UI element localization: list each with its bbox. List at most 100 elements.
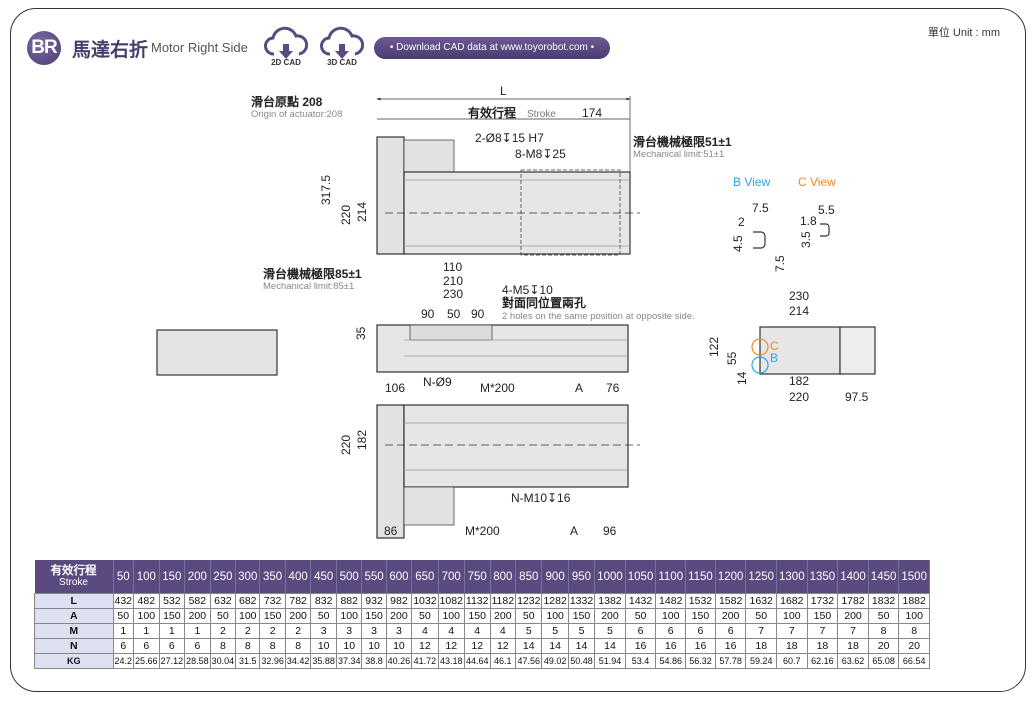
table-cell: 10 — [335, 638, 363, 654]
row-label: N — [34, 638, 114, 654]
table-cell: 4 — [411, 623, 439, 639]
mech-limit-left-cn: 滑台機械極限85±1 — [263, 266, 362, 281]
table-cell: 25.66 — [133, 653, 160, 669]
table-cell: 10 — [361, 638, 387, 654]
cloud-download-icon — [264, 26, 308, 59]
table-cell: 6 — [184, 638, 211, 654]
table-cell: 932 — [361, 593, 387, 609]
end-dim-14: 14 — [735, 371, 749, 385]
dim-m200-top: M*200 — [480, 381, 515, 395]
table-cell: 832 — [310, 593, 337, 609]
table-cell: 20 — [867, 638, 900, 654]
table-cell: 8 — [259, 638, 286, 654]
table-cell: 6 — [112, 638, 135, 654]
dim-76: 76 — [606, 381, 620, 395]
b-dim-4-5: 4.5 — [731, 235, 745, 252]
stroke-col-header: 600 — [386, 560, 413, 594]
table-cell: 3 — [310, 623, 337, 639]
table-cell: 532 — [158, 593, 186, 609]
cad-3d-button[interactable]: 3D CAD — [320, 26, 364, 67]
table-cell: 3 — [385, 623, 413, 639]
table-cell: 4 — [463, 623, 491, 639]
table-cell: 31.5 — [235, 653, 261, 669]
table-cell: 1632 — [745, 593, 778, 609]
download-cad-link[interactable]: • Download CAD data at www.toyorobot.com… — [374, 37, 610, 59]
table-cell: 14 — [515, 638, 543, 654]
table-cell: 100 — [335, 608, 363, 624]
dim-110: 110 — [443, 260, 462, 274]
mech-limit-right-cn: 滑台機械極限51±1 — [633, 134, 732, 149]
stroke-col-header: 350 — [259, 560, 286, 594]
label-b: B — [770, 351, 778, 365]
table-cell: 16 — [685, 638, 716, 654]
table-cell: 1032 — [411, 593, 439, 609]
cad-3d-label: 3D CAD — [327, 58, 357, 67]
stroke-col-header: 250 — [210, 560, 237, 594]
end-dim-122: 122 — [707, 337, 721, 357]
stroke-col-header: 1150 — [685, 560, 716, 594]
table-cell: 20 — [898, 638, 930, 654]
table-cell: 150 — [806, 608, 839, 624]
dim-m200-bottom: M*200 — [465, 524, 500, 538]
stroke-col-header: 100 — [133, 560, 160, 594]
table-cell: 7 — [806, 623, 839, 639]
table-cell: 200 — [594, 608, 626, 624]
dim-220-top: 220 — [339, 205, 353, 225]
table-cell: 150 — [158, 608, 186, 624]
stroke-col-header: 400 — [285, 560, 312, 594]
table-cell: 6 — [624, 623, 657, 639]
table-cell: 5 — [541, 623, 569, 639]
table-cell: 150 — [685, 608, 716, 624]
b-dim-2: 2 — [738, 215, 745, 229]
stroke-col-header: 1200 — [715, 560, 747, 594]
dim-35: 35 — [354, 326, 368, 340]
stroke-en: Stroke — [527, 109, 556, 120]
table-cell: 66.54 — [898, 653, 930, 669]
stroke-col-header: 1100 — [655, 560, 687, 594]
stroke-cn: 有效行程 — [468, 105, 516, 120]
table-cell: 4 — [437, 623, 465, 639]
stroke-col-header: 150 — [159, 560, 186, 594]
stroke-col-header: 1400 — [837, 560, 869, 594]
stroke-col-header: 950 — [568, 560, 596, 594]
table-cell: 682 — [235, 593, 261, 609]
stroke-header: 有效行程 Stroke — [34, 560, 114, 594]
c-view-profile — [820, 223, 830, 237]
end-dim-55: 55 — [725, 351, 739, 365]
mech-limit-left-en: Mechanical limit:85±1 — [263, 281, 354, 292]
table-cell: 1282 — [541, 593, 569, 609]
hole-n-m10: N-M10↧16 — [511, 491, 571, 505]
table-cell: 732 — [259, 593, 286, 609]
cad-2d-button[interactable]: 2D CAD — [264, 26, 308, 67]
c-dim-1-8: 1.8 — [800, 214, 817, 228]
stroke-header-cn: 有效行程 — [50, 564, 97, 577]
unit-label: 單位 Unit : mm — [927, 27, 1000, 39]
table-cell: 24.2 — [112, 653, 135, 669]
table-cell: 1382 — [594, 593, 626, 609]
table-cell: 12 — [437, 638, 465, 654]
table-cell: 50 — [209, 608, 237, 624]
row-label: M — [34, 623, 114, 639]
table-cell: 10 — [310, 638, 337, 654]
row-label: KG — [34, 653, 114, 669]
stroke-col-header: 550 — [361, 560, 387, 594]
stroke-col-header: 1000 — [594, 560, 626, 594]
stroke-header-en: Stroke — [59, 576, 88, 588]
row-label: A — [34, 608, 114, 624]
dim-A-top: A — [575, 381, 583, 395]
table-cell: 7 — [776, 623, 808, 639]
b-view-profile — [753, 231, 766, 249]
table-cell: 4 — [489, 623, 517, 639]
table-cell: 1 — [112, 623, 135, 639]
table-cell: 5 — [567, 623, 596, 639]
table-cell: 7 — [745, 623, 778, 639]
table-cell: 100 — [655, 608, 687, 624]
table-cell: 1082 — [437, 593, 465, 609]
table-cell: 8 — [898, 623, 930, 639]
table-cell: 3 — [361, 623, 387, 639]
dim-50: 50 — [447, 307, 461, 321]
table-cell: 59.24 — [745, 653, 778, 669]
stroke-col-header: 1300 — [776, 560, 808, 594]
